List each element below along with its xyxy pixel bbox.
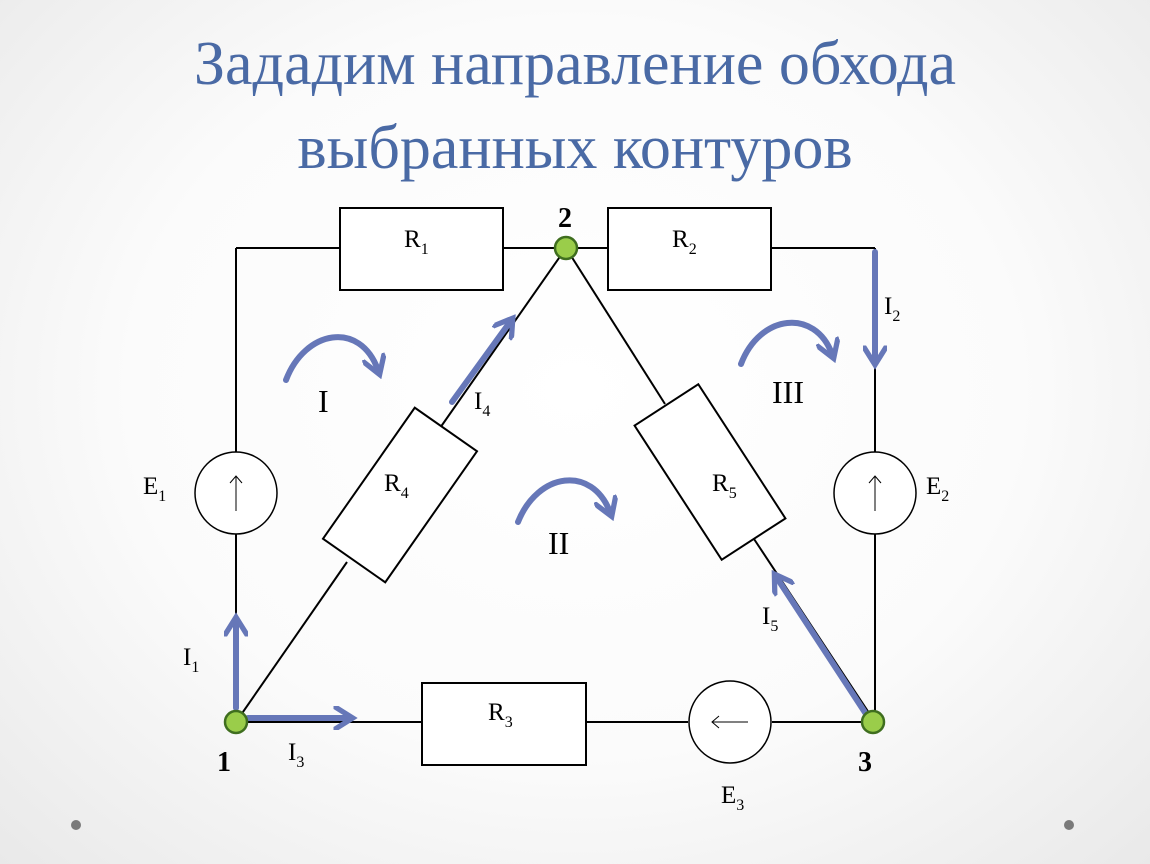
- label-i1: I1: [183, 644, 199, 676]
- decorative-dot-right: [1064, 820, 1074, 830]
- decorative-dot-left: [71, 820, 81, 830]
- loop-3-label: III: [772, 374, 804, 410]
- label-r1: R1: [404, 226, 429, 258]
- label-i4: I4: [474, 388, 490, 420]
- label-r3: R3: [488, 699, 513, 731]
- label-r5: R5: [712, 470, 737, 502]
- node-1-label: 1: [217, 747, 231, 778]
- label-r4: R4: [384, 470, 409, 502]
- node-2: [553, 235, 579, 261]
- current-arrows: [236, 249, 875, 718]
- node-3: [860, 709, 886, 735]
- loop-1-label: I: [318, 383, 329, 419]
- label-i2: I2: [884, 293, 900, 325]
- source-e2: [833, 451, 917, 535]
- node-3-label: 3: [858, 747, 872, 778]
- node-2-label: 2: [558, 203, 572, 234]
- resistor-r1: [339, 207, 504, 291]
- loop-1-arrow-icon: [283, 334, 378, 383]
- loop-arrows: [283, 319, 832, 525]
- title-line-1: Зададим направление обхода: [193, 30, 957, 98]
- slide-title: Зададим направление обхода выбранных кон…: [0, 22, 1150, 190]
- label-e2: E2: [926, 473, 949, 505]
- label-i5: I5: [762, 603, 778, 635]
- source-e3: [688, 680, 772, 764]
- current-i5-arrow-icon: [777, 578, 869, 717]
- node-1: [223, 709, 249, 735]
- loop-2-label: II: [548, 525, 569, 561]
- loop-2-arrow-icon: [515, 477, 610, 525]
- label-e3: E3: [721, 782, 744, 814]
- label-i3: I3: [288, 739, 304, 771]
- current-i4-arrow-icon: [449, 322, 510, 405]
- source-e1: [194, 451, 278, 535]
- resistor-r4: [321, 406, 479, 584]
- resistor-r3: [421, 682, 587, 766]
- label-r2: R2: [672, 226, 697, 258]
- loop-3-arrow-icon: [738, 319, 832, 367]
- resistor-r2: [607, 207, 772, 291]
- title-line-2: выбранных контуров: [297, 114, 853, 182]
- label-e1: E1: [143, 473, 166, 505]
- resistor-r5: [633, 382, 787, 562]
